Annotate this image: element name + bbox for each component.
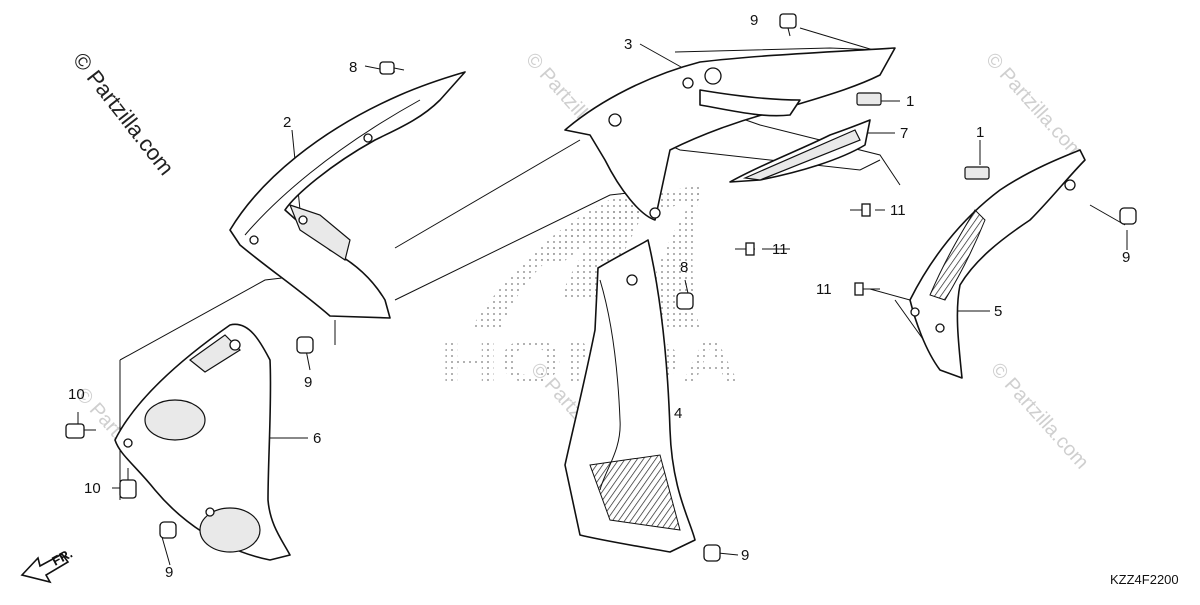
part-4-side-cover bbox=[564, 239, 696, 553]
callout-9: 9 bbox=[1122, 249, 1130, 266]
bolt-9-bottom-left bbox=[159, 521, 177, 539]
callout-11: 11 bbox=[890, 202, 906, 219]
bolt-8-center bbox=[676, 292, 694, 310]
callout-11: 11 bbox=[816, 281, 832, 298]
part-2-front-shroud bbox=[229, 71, 466, 319]
bolt-11-center bbox=[735, 242, 755, 256]
callout-9: 9 bbox=[741, 547, 749, 564]
callout-11: 11 bbox=[772, 241, 788, 258]
callout-9: 9 bbox=[304, 374, 312, 391]
bolt-10-upper bbox=[65, 423, 96, 439]
callout-7: 7 bbox=[900, 125, 908, 142]
callout-9: 9 bbox=[750, 12, 758, 29]
callout-3: 3 bbox=[624, 36, 632, 53]
callout-10: 10 bbox=[68, 386, 85, 403]
bolt-9-right bbox=[1119, 207, 1137, 225]
part-6-lower-shroud bbox=[114, 323, 291, 561]
watermark-main: © Partzilla.com bbox=[68, 48, 179, 180]
bolt-9-bottom-center bbox=[703, 544, 721, 562]
bolt-8-upper bbox=[379, 61, 405, 75]
callout-2: 2 bbox=[283, 114, 291, 131]
part-5-right-shroud bbox=[909, 149, 1086, 379]
callout-4: 4 bbox=[674, 405, 682, 422]
callout-5: 5 bbox=[994, 303, 1002, 320]
part-3-shroud-panel bbox=[564, 47, 896, 221]
callout-9: 9 bbox=[165, 564, 173, 581]
callout-1: 1 bbox=[906, 93, 914, 110]
fasteners bbox=[65, 13, 1137, 562]
diagram-code: KZZ4F2200 bbox=[1110, 572, 1179, 587]
callout-labels: 1 1 2 3 4 5 6 7 8 8 9 9 9 9 9 10 10 11 1… bbox=[68, 12, 1130, 581]
bolt-10-lower bbox=[119, 468, 137, 499]
callout-1: 1 bbox=[976, 124, 984, 141]
front-direction-arrow: FR. bbox=[20, 546, 75, 584]
part-7-insert bbox=[729, 119, 871, 183]
watermark-text: © Partzilla.com bbox=[986, 359, 1093, 474]
bolt-11-mid bbox=[850, 203, 871, 217]
bolt-11-right bbox=[854, 282, 880, 296]
callout-6: 6 bbox=[313, 430, 321, 447]
callout-8: 8 bbox=[680, 259, 688, 276]
bolt-9-top bbox=[779, 13, 797, 37]
watermark-text: © Partzilla.com bbox=[981, 49, 1088, 164]
callout-8: 8 bbox=[349, 59, 357, 76]
callout-10: 10 bbox=[84, 480, 101, 497]
bolt-9-left bbox=[296, 336, 314, 354]
